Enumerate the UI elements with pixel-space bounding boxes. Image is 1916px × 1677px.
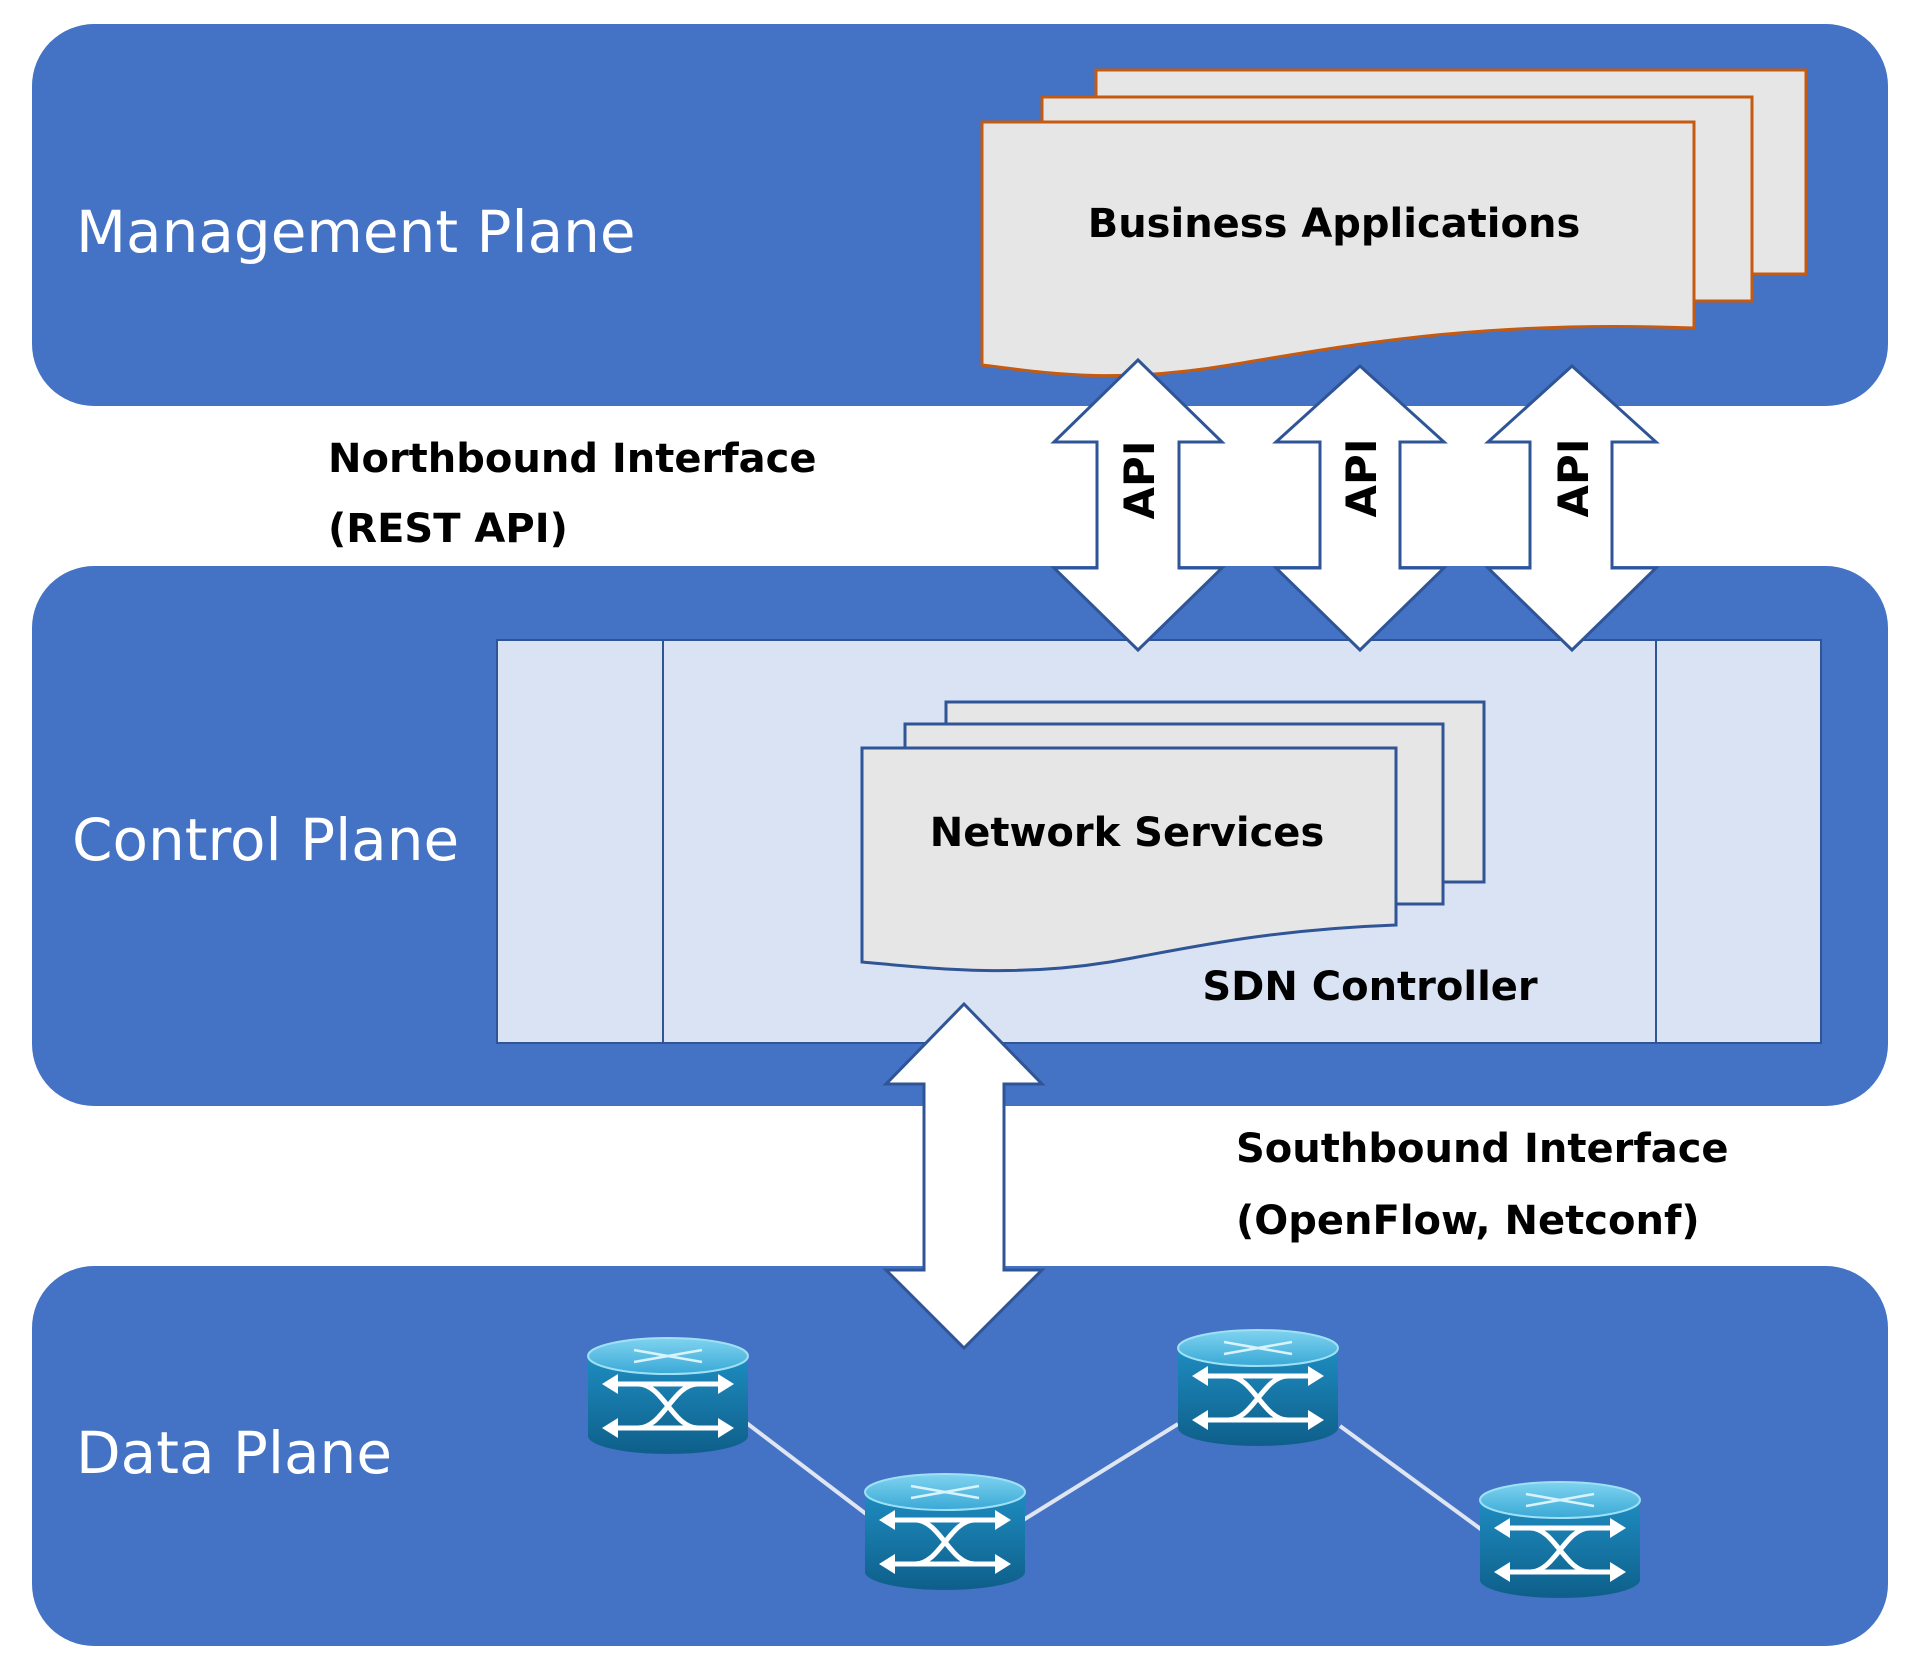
northbound-protocol-label: (REST API) [328,506,568,552]
southbound-arrow [882,1001,1046,1351]
data-plane [32,1266,1888,1646]
switch-icon-2 [865,1474,1025,1590]
southbound-interface-label: Southbound Interface [1236,1126,1729,1172]
api-label-1: API [1115,441,1164,520]
data-plane-title: Data Plane [76,1419,392,1487]
api-label-2: API [1337,439,1386,518]
control-plane-title: Control Plane [72,806,459,874]
switch-icon-1 [588,1338,748,1454]
api-label-3: API [1549,439,1598,518]
switch-icon-3 [1178,1330,1338,1446]
business-applications-stack [980,68,1808,378]
sdn-controller-label: SDN Controller [1202,964,1538,1010]
api-arrow-3 [1484,363,1660,653]
api-arrow-2 [1272,363,1448,653]
business-applications-label: Business Applications [1088,201,1581,247]
api-arrow-1 [1050,357,1226,653]
management-plane-title: Management Plane [76,198,636,266]
network-services-label: Network Services [930,810,1325,856]
northbound-interface-label: Northbound Interface [328,436,816,482]
network-services-stack [860,700,1486,973]
southbound-protocol-label: (OpenFlow, Netconf) [1236,1198,1700,1244]
network-links [738,1416,1484,1532]
switch-icon-4 [1480,1482,1640,1598]
